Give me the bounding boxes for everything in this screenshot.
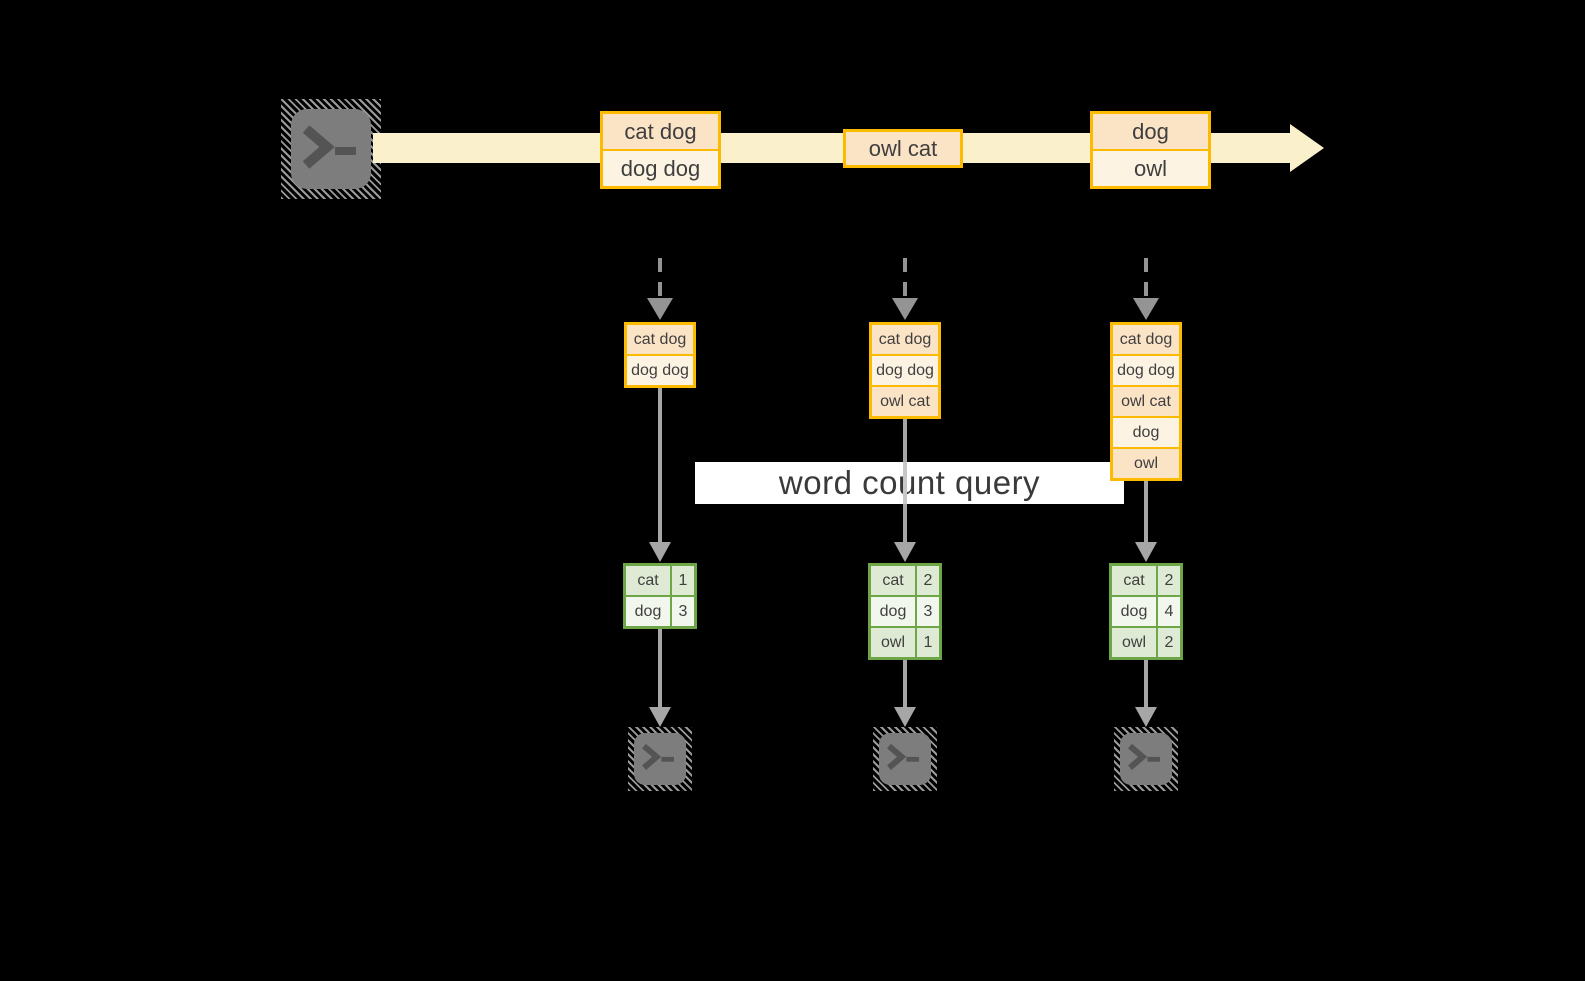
down-arrowhead-icon <box>892 298 918 320</box>
state-row: dog <box>1113 418 1179 447</box>
batch-row: owl cat <box>846 132 960 165</box>
batch-row: owl <box>1093 151 1208 186</box>
state-row: dog dog <box>872 356 938 385</box>
prompt-icon <box>642 744 674 770</box>
count-cell: 1 <box>917 628 939 657</box>
table-row: cat 2 <box>871 566 939 595</box>
word-cell: dog <box>626 597 670 626</box>
dashed-down-arrow <box>903 258 907 296</box>
word-cell: owl <box>871 628 915 657</box>
result-table: cat 2 dog 4 owl 2 <box>1109 563 1183 660</box>
stream-batch: cat dog dog dog <box>600 111 721 189</box>
down-arrowhead-icon <box>1133 298 1159 320</box>
table-row: cat 1 <box>626 566 694 595</box>
count-cell: 3 <box>672 597 694 626</box>
batch-row: cat dog <box>603 114 718 149</box>
word-cell: cat <box>626 566 670 595</box>
state-box: cat dog dog dog owl cat <box>869 322 941 419</box>
state-row: cat dog <box>627 325 693 354</box>
batch-row: dog <box>1093 114 1208 149</box>
down-arrowhead-icon <box>894 707 916 727</box>
count-cell: 2 <box>1158 566 1180 595</box>
terminal-screen <box>634 733 686 785</box>
right-arrow-icon <box>1290 124 1324 172</box>
state-row: dog dog <box>627 356 693 385</box>
connector-line <box>658 629 662 707</box>
word-cell: cat <box>871 566 915 595</box>
down-arrowhead-icon <box>649 542 671 562</box>
state-row: owl cat <box>872 387 938 416</box>
result-table: cat 2 dog 3 owl 1 <box>868 563 942 660</box>
terminal-screen <box>1120 733 1172 785</box>
state-row: cat dog <box>1113 325 1179 354</box>
dashed-down-arrow <box>1144 258 1148 296</box>
count-cell: 3 <box>917 597 939 626</box>
state-box: cat dog dog dog <box>624 322 696 388</box>
count-cell: 4 <box>1158 597 1180 626</box>
connector-line <box>1144 660 1148 707</box>
connector-line <box>903 660 907 707</box>
count-cell: 1 <box>672 566 694 595</box>
batch-row: dog dog <box>603 151 718 186</box>
stream-batch: owl cat <box>843 129 963 168</box>
down-arrowhead-icon <box>649 707 671 727</box>
table-row: dog 4 <box>1112 597 1180 626</box>
stream-batch: dog owl <box>1090 111 1211 189</box>
connector-line-through-label <box>903 462 907 504</box>
down-arrowhead-icon <box>894 542 916 562</box>
state-row: owl <box>1113 449 1179 478</box>
down-arrowhead-icon <box>1135 542 1157 562</box>
count-cell: 2 <box>1158 628 1180 657</box>
table-row: owl 2 <box>1112 628 1180 657</box>
state-box: cat dog dog dog owl cat dog owl <box>1110 322 1182 481</box>
terminal-icon <box>873 727 937 791</box>
connector-line <box>1144 481 1148 542</box>
word-cell: dog <box>1112 597 1156 626</box>
state-row: cat dog <box>872 325 938 354</box>
state-row: dog dog <box>1113 356 1179 385</box>
prompt-icon <box>887 744 919 770</box>
count-cell: 2 <box>917 566 939 595</box>
down-arrowhead-icon <box>647 298 673 320</box>
word-cell: cat <box>1112 566 1156 595</box>
prompt-icon <box>1128 744 1160 770</box>
state-row: owl cat <box>1113 387 1179 416</box>
query-label: word count query <box>778 464 1041 501</box>
dashed-down-arrow <box>658 258 662 296</box>
connector-line <box>658 388 662 542</box>
down-arrowhead-icon <box>1135 707 1157 727</box>
table-row: dog 3 <box>871 597 939 626</box>
word-cell: owl <box>1112 628 1156 657</box>
word-cell: dog <box>871 597 915 626</box>
terminal-icon <box>281 99 381 199</box>
table-row: owl 1 <box>871 628 939 657</box>
terminal-icon <box>1114 727 1178 791</box>
result-table: cat 1 dog 3 <box>623 563 697 629</box>
table-row: cat 2 <box>1112 566 1180 595</box>
terminal-screen <box>879 733 931 785</box>
query-label-box: word count query <box>695 462 1124 504</box>
terminal-icon <box>628 727 692 791</box>
table-row: dog 3 <box>626 597 694 626</box>
prompt-icon <box>302 126 356 169</box>
